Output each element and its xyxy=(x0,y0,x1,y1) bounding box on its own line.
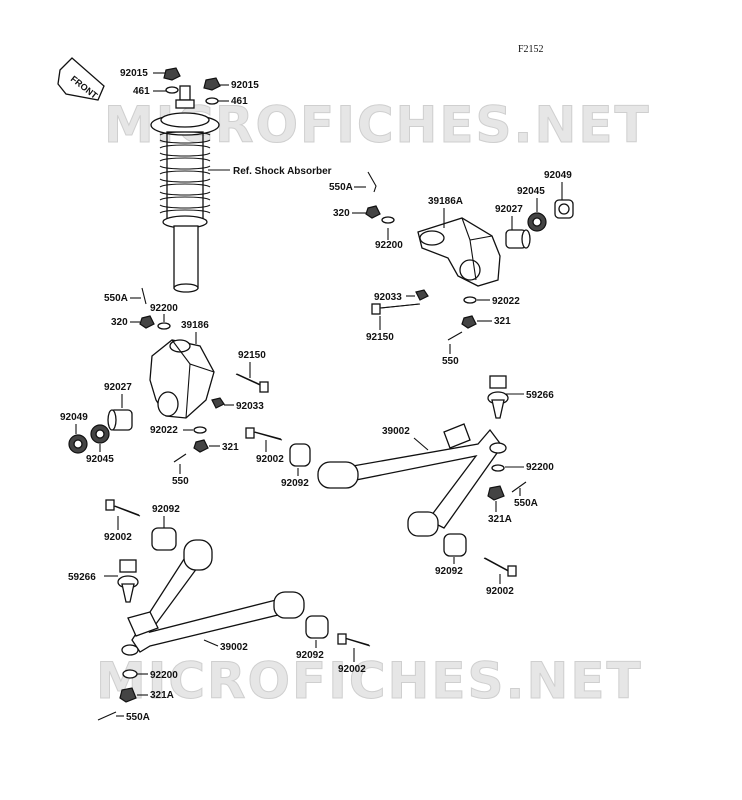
bushing-92092-3 xyxy=(151,527,177,551)
label-92092-1: 92092 xyxy=(281,478,309,489)
label-321A-1: 321A xyxy=(488,514,512,525)
bearing-92045-2 xyxy=(90,424,110,444)
bolt-92002-2 xyxy=(483,557,517,577)
label-92150-2: 92150 xyxy=(238,350,266,361)
label-92200-4: 92200 xyxy=(150,670,178,681)
label-92092-2: 92092 xyxy=(435,566,463,577)
bushing-92092-2 xyxy=(443,533,467,557)
label-92022-2: 92022 xyxy=(150,425,178,436)
watermark-bottom: MICROFICHES.NET xyxy=(96,652,643,710)
label-320-1: 320 xyxy=(333,208,350,219)
label-92015-a: 92015 xyxy=(120,68,148,79)
label-92200-3: 92200 xyxy=(526,462,554,473)
bracket-39186 xyxy=(149,339,215,419)
label-92022-1: 92022 xyxy=(492,296,520,307)
bearing-92045-1 xyxy=(527,212,547,232)
bolt-92002-4 xyxy=(337,633,371,647)
label-92015-b: 92015 xyxy=(231,80,259,91)
label-59266-1: 59266 xyxy=(526,390,554,401)
label-92027-1: 92027 xyxy=(495,204,523,215)
nut-321A-1 xyxy=(487,485,505,501)
bushing-92092-4 xyxy=(305,615,329,639)
label-92027-2: 92027 xyxy=(104,382,132,393)
nut-320-2 xyxy=(139,315,171,330)
label-92045-2: 92045 xyxy=(86,454,114,465)
washer-92200-3 xyxy=(491,464,505,472)
cap-92049-2 xyxy=(68,434,88,454)
front-arrow-icon: FRONT xyxy=(57,57,105,101)
cap-92049-1 xyxy=(554,199,574,219)
nut-321-1 xyxy=(461,315,477,329)
label-550-1: 550 xyxy=(442,356,459,367)
label-321-2: 321 xyxy=(222,442,239,453)
nut-92015-right xyxy=(203,77,221,105)
cotter-pin-550A-3 xyxy=(511,481,527,493)
bushing-92027-1 xyxy=(505,229,531,249)
label-39186A: 39186A xyxy=(428,196,463,207)
label-92033-1: 92033 xyxy=(374,292,402,303)
label-92092-3: 92092 xyxy=(152,504,180,515)
nut-92015-left xyxy=(163,67,181,94)
label-92045-1: 92045 xyxy=(517,186,545,197)
nut-321-2 xyxy=(193,439,209,453)
ref-shock-absorber-label: Ref. Shock Absorber xyxy=(233,166,332,177)
bushing-92027-2 xyxy=(107,409,133,431)
label-461-a: 461 xyxy=(133,86,150,97)
bolt-92150-2 xyxy=(235,373,269,393)
cotter-pin-550A-4 xyxy=(97,711,117,721)
label-550A-3: 550A xyxy=(514,498,538,509)
nut-320-1 xyxy=(365,205,395,224)
bracket-39186A xyxy=(417,217,501,287)
label-92150-1: 92150 xyxy=(366,332,394,343)
label-92200-1: 92200 xyxy=(375,240,403,251)
bolt-92150-1 xyxy=(371,303,421,315)
label-550-2: 550 xyxy=(172,476,189,487)
label-92049-1: 92049 xyxy=(544,170,572,181)
label-92049-2: 92049 xyxy=(60,412,88,423)
ball-joint-59266-2 xyxy=(117,559,139,603)
label-92002-3: 92002 xyxy=(104,532,132,543)
label-320-2: 320 xyxy=(111,317,128,328)
nut-321A-2 xyxy=(119,687,137,703)
cotter-pin-550-2 xyxy=(173,453,187,463)
cotter-pin-550-1 xyxy=(447,331,463,341)
a-arm-39002-left xyxy=(121,539,305,656)
label-92002-4: 92002 xyxy=(338,664,366,675)
label-461-b: 461 xyxy=(231,96,248,107)
label-321-1: 321 xyxy=(494,316,511,327)
figure-code: F2152 xyxy=(518,44,544,55)
label-92002-1: 92002 xyxy=(256,454,284,465)
bushing-92092-1 xyxy=(289,443,311,467)
a-arm-39002-right xyxy=(317,423,507,537)
label-321A-2: 321A xyxy=(150,690,174,701)
label-550A-1: 550A xyxy=(329,182,353,193)
label-92033-2: 92033 xyxy=(236,401,264,412)
bolt-92002-3 xyxy=(105,499,141,517)
label-39186: 39186 xyxy=(181,320,209,331)
washer-92200-4 xyxy=(122,669,138,679)
shock-absorber xyxy=(150,85,220,293)
label-92002-2: 92002 xyxy=(486,586,514,597)
label-92092-4: 92092 xyxy=(296,650,324,661)
washer-92022-2 xyxy=(193,426,207,434)
cotter-pin-550A-2 xyxy=(141,287,147,305)
label-550A-4: 550A xyxy=(126,712,150,723)
cotter-pin-550A-1 xyxy=(367,171,377,193)
bolt-92002-1 xyxy=(245,427,283,441)
label-59266-2: 59266 xyxy=(68,572,96,583)
washer-92033-1 xyxy=(415,289,429,301)
washer-92033-2 xyxy=(211,397,225,409)
label-39002-1: 39002 xyxy=(382,426,410,437)
label-39002-2: 39002 xyxy=(220,642,248,653)
ball-joint-59266-1 xyxy=(487,375,509,419)
washer-92022-1 xyxy=(463,296,477,304)
label-550A-2: 550A xyxy=(104,293,128,304)
label-92200-2: 92200 xyxy=(150,303,178,314)
